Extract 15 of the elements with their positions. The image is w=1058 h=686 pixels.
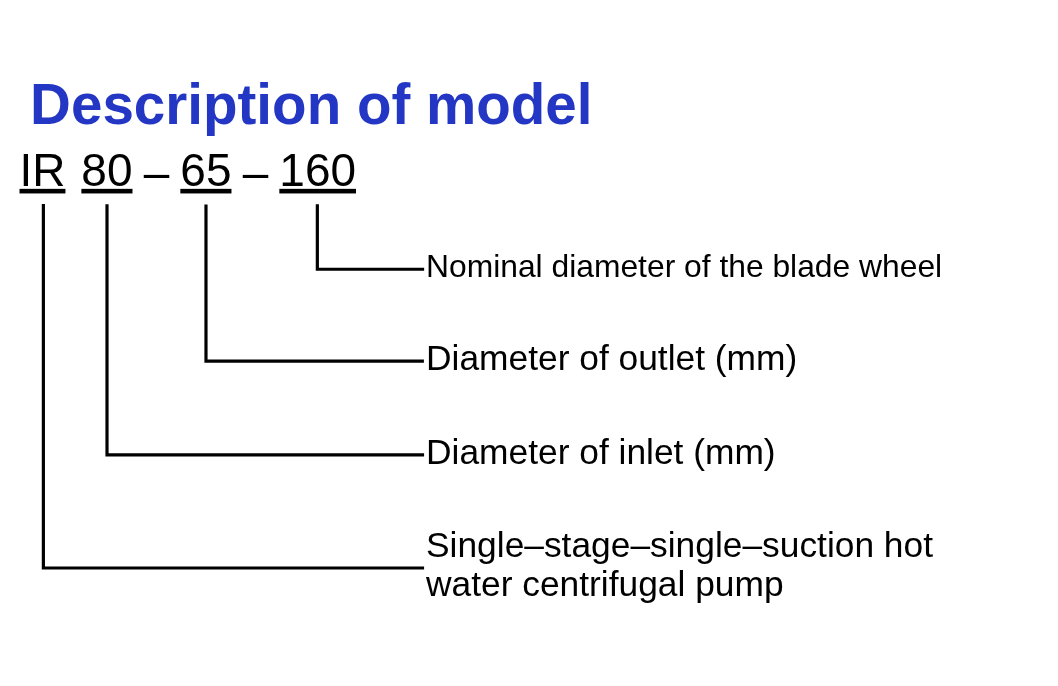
connector [105,203,425,456]
node-text: Single–stage–single–suction hot water centrifugal pump [426,524,934,603]
connector [315,203,425,271]
node-text: 160 [279,143,356,196]
node-text: 80 [81,143,133,196]
connector [41,203,425,570]
node-text: Diameter of outlet (mm) [426,337,798,377]
diagram-title: Description of model [30,72,593,136]
node-text: 65 [180,143,232,196]
node-text: Nominal diameter of the blade wheel [426,247,943,284]
node-text: IR [19,143,66,196]
node-text: Diameter of inlet (mm) [426,431,776,471]
label: – [143,145,170,198]
label: – [242,145,269,198]
connector [204,204,424,363]
